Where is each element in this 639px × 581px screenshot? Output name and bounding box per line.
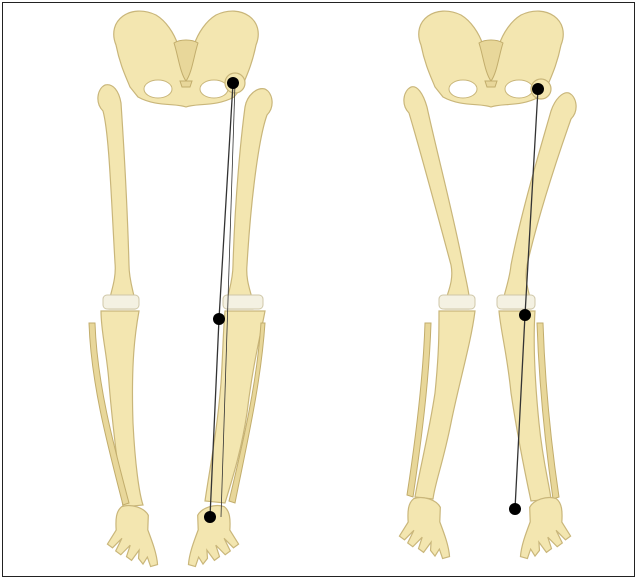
left-knee-marker (213, 313, 225, 325)
right-skeleton (397, 11, 576, 560)
right-knee-marker (519, 309, 531, 321)
left-ankle-marker (204, 511, 216, 523)
left-hip-marker (227, 77, 239, 89)
left-panel-femur-a (98, 85, 135, 309)
right-ankle-marker (509, 503, 521, 515)
right-hip-marker (532, 83, 544, 95)
right-panel-femur-b (503, 93, 576, 309)
left-skeleton (89, 11, 272, 568)
right-panel-femur-a (404, 87, 470, 309)
skeleton-diagram (3, 3, 636, 578)
